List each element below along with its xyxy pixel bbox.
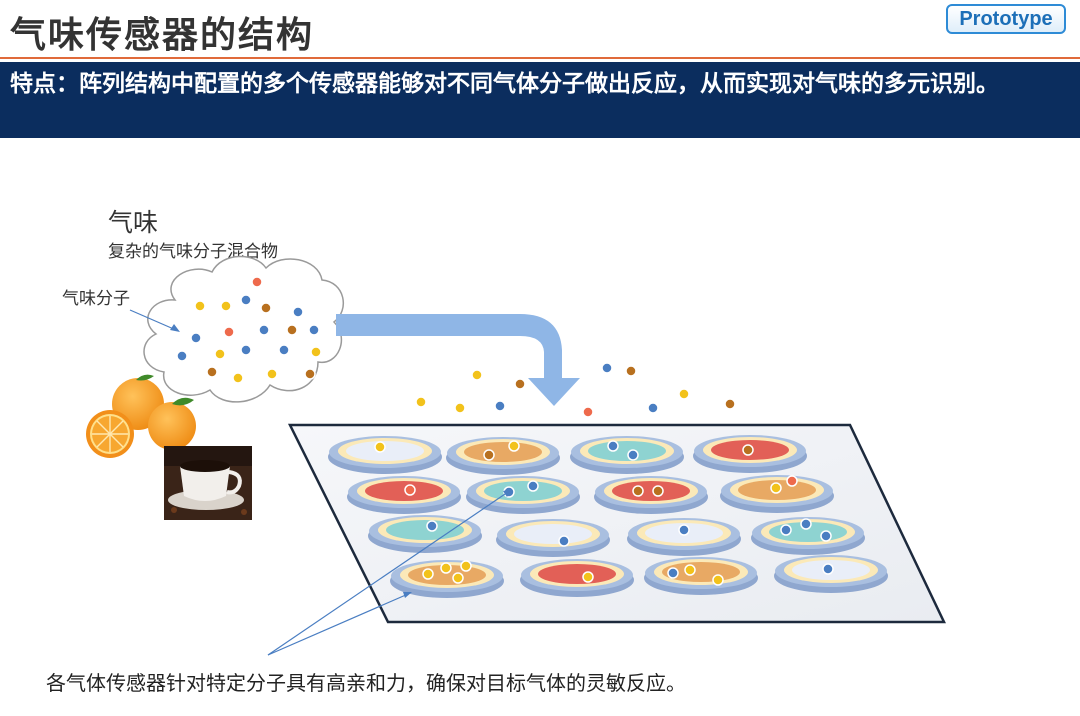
molecule-dot bbox=[232, 372, 244, 384]
sensor-well bbox=[751, 517, 865, 555]
molecule-dot bbox=[404, 484, 416, 496]
sensor-well bbox=[368, 515, 482, 553]
sensor-well bbox=[693, 435, 807, 473]
molecule-dot bbox=[684, 564, 696, 576]
sensor-well bbox=[627, 518, 741, 556]
molecule-dot bbox=[558, 535, 570, 547]
molecule-dot bbox=[286, 324, 298, 336]
molecule-dot bbox=[440, 562, 452, 574]
molecule-dot bbox=[240, 344, 252, 356]
molecule-dot bbox=[206, 366, 218, 378]
sensor-well bbox=[347, 476, 461, 514]
molecule-dot bbox=[308, 324, 320, 336]
molecule-dot bbox=[652, 485, 664, 497]
feature-banner: 特点：阵列结构中配置的多个传感器能够对不同气体分子做出反应，从而实现对气味的多元… bbox=[0, 62, 1080, 138]
molecule-dot bbox=[214, 348, 226, 360]
molecule-dot bbox=[304, 368, 316, 380]
molecule-dot bbox=[190, 332, 202, 344]
molecule-dot bbox=[627, 449, 639, 461]
molecule-dot bbox=[678, 388, 690, 400]
molecule-dot bbox=[310, 346, 322, 358]
caption: 各气体传感器针对特定分子具有高亲和力，确保对目标气体的灵敏反应。 bbox=[46, 671, 686, 695]
molecule-dot bbox=[471, 369, 483, 381]
page-title: 气味传感器的结构 bbox=[10, 15, 315, 56]
molecule-dot bbox=[422, 568, 434, 580]
molecule-dot bbox=[374, 441, 386, 453]
molecule-dot bbox=[822, 563, 834, 575]
molecule-dot bbox=[266, 368, 278, 380]
molecule-dot bbox=[514, 378, 526, 390]
molecule-dot bbox=[667, 567, 679, 579]
caption-pointer-lines bbox=[267, 489, 512, 656]
molecule-dot bbox=[770, 482, 782, 494]
molecule-dot bbox=[260, 302, 272, 314]
sensor-well bbox=[774, 555, 888, 593]
molecule-dot bbox=[258, 324, 270, 336]
title-divider bbox=[0, 57, 1080, 59]
sensor-well bbox=[520, 559, 634, 597]
molecule-dot bbox=[678, 524, 690, 536]
molecule-dot bbox=[494, 400, 506, 412]
molecule-pointer-head bbox=[170, 324, 180, 332]
molecule-dot bbox=[647, 402, 659, 414]
molecule-dot bbox=[460, 560, 472, 572]
molecule-dot bbox=[426, 520, 438, 532]
molecule-dot bbox=[786, 475, 798, 487]
molecule-dot bbox=[527, 480, 539, 492]
sensor-well bbox=[644, 557, 758, 595]
sensor-well bbox=[496, 519, 610, 557]
odor-cloud bbox=[143, 255, 344, 403]
molecule-dot bbox=[820, 530, 832, 542]
molecule-dot bbox=[582, 406, 594, 418]
molecule-dot bbox=[582, 571, 594, 583]
molecule-dot bbox=[625, 365, 637, 377]
molecule-dot bbox=[176, 350, 188, 362]
molecule-dot bbox=[724, 398, 736, 410]
molecule-dot bbox=[240, 294, 252, 306]
sensor-well bbox=[390, 560, 504, 598]
molecule-label: 气味分子 bbox=[62, 289, 130, 309]
molecule-dot bbox=[454, 402, 466, 414]
molecule-pointer bbox=[129, 309, 177, 331]
odor-title: 气味 bbox=[108, 208, 159, 237]
molecule-dot bbox=[800, 518, 812, 530]
molecule-dot bbox=[452, 572, 464, 584]
sensor-array bbox=[328, 435, 888, 598]
molecule-dot bbox=[601, 362, 613, 374]
sensor-well bbox=[594, 476, 708, 514]
orange-fruit-image bbox=[86, 374, 196, 458]
molecule-dot bbox=[220, 300, 232, 312]
molecule-dot bbox=[194, 300, 206, 312]
molecule-dot bbox=[508, 440, 520, 452]
molecule-dot bbox=[415, 396, 427, 408]
molecule-dot bbox=[483, 449, 495, 461]
molecule-dot bbox=[632, 485, 644, 497]
sensor-well bbox=[570, 436, 684, 474]
cloud-molecules bbox=[176, 276, 322, 384]
prototype-badge: Prototype bbox=[946, 4, 1066, 34]
molecule-dot bbox=[292, 306, 304, 318]
molecule-dot bbox=[278, 344, 290, 356]
gas-molecules bbox=[415, 362, 736, 418]
molecule-dot bbox=[223, 326, 235, 338]
molecule-dot bbox=[780, 524, 792, 536]
feature-text: 特点：阵列结构中配置的多个传感器能够对不同气体分子做出反应，从而实现对气味的多元… bbox=[10, 71, 999, 97]
molecule-dot bbox=[607, 440, 619, 452]
sensor-well bbox=[328, 436, 442, 474]
molecule-dot bbox=[742, 444, 754, 456]
molecule-dot bbox=[251, 276, 263, 288]
flow-arrow bbox=[336, 314, 580, 406]
sensor-well bbox=[720, 475, 834, 513]
coffee-cup-image bbox=[164, 446, 252, 520]
molecule-dot bbox=[712, 574, 724, 586]
sensor-well bbox=[446, 437, 560, 475]
